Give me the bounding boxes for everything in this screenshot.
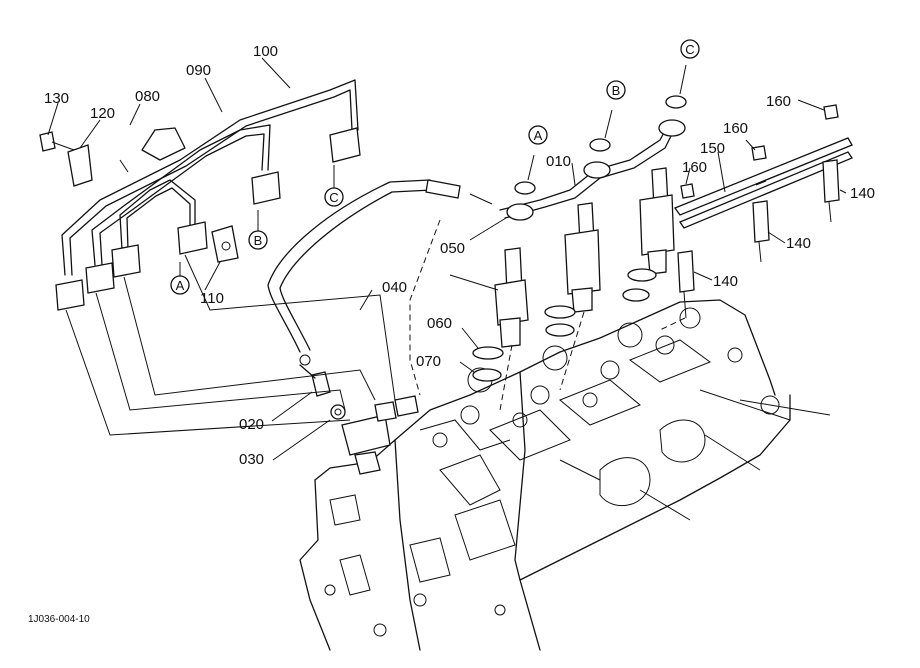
connector-markers: A B C A B C xyxy=(170,39,700,295)
callout-160-lower: 160 xyxy=(682,159,707,176)
connector-b-label-upper: B xyxy=(612,83,621,98)
callout-110: 110 xyxy=(200,290,224,307)
callout-090: 090 xyxy=(186,62,211,79)
callout-150: 150 xyxy=(700,140,725,157)
connector-a-label-upper: A xyxy=(534,128,543,143)
callout-140-left: 140 xyxy=(713,273,738,290)
callout-130: 130 xyxy=(44,90,69,107)
callout-140-right: 140 xyxy=(850,185,875,202)
callout-080: 080 xyxy=(135,88,160,105)
callout-040: 040 xyxy=(382,279,407,296)
callout-010: 010 xyxy=(546,153,571,170)
callout-120: 120 xyxy=(90,105,115,122)
injection-pipes xyxy=(39,79,361,311)
connector-c-label-upper: C xyxy=(685,42,694,57)
injection-nozzles xyxy=(472,167,675,411)
callout-160-middle: 160 xyxy=(723,120,748,137)
glow-plug-set xyxy=(659,104,853,331)
callout-070: 070 xyxy=(416,353,441,370)
leader-lines xyxy=(47,57,847,461)
overflow-pipe xyxy=(499,64,687,221)
connector-a-upper xyxy=(528,125,548,145)
leak-off-pipe xyxy=(267,179,493,396)
figure-code: 1J036-004-10 xyxy=(28,614,90,625)
callout-030: 030 xyxy=(239,451,264,468)
connector-b-label: B xyxy=(254,233,263,248)
callout-050: 050 xyxy=(440,240,465,257)
connector-b-upper xyxy=(606,80,626,100)
connector-c-label: C xyxy=(329,190,338,205)
pump-outlet-assembly xyxy=(299,364,419,475)
callout-160-top: 160 xyxy=(766,93,791,110)
connector-c-upper xyxy=(680,39,700,59)
callout-labels: 130 120 080 090 100 110 040 050 060 070 … xyxy=(44,43,875,468)
cylinder-head xyxy=(299,299,831,651)
connector-a-label: A xyxy=(176,278,185,293)
callout-020: 020 xyxy=(239,416,264,433)
callout-060: 060 xyxy=(427,315,452,332)
callout-100: 100 xyxy=(253,43,278,60)
callout-140-middle: 140 xyxy=(786,235,811,252)
pipe-guide-lines xyxy=(65,254,396,436)
